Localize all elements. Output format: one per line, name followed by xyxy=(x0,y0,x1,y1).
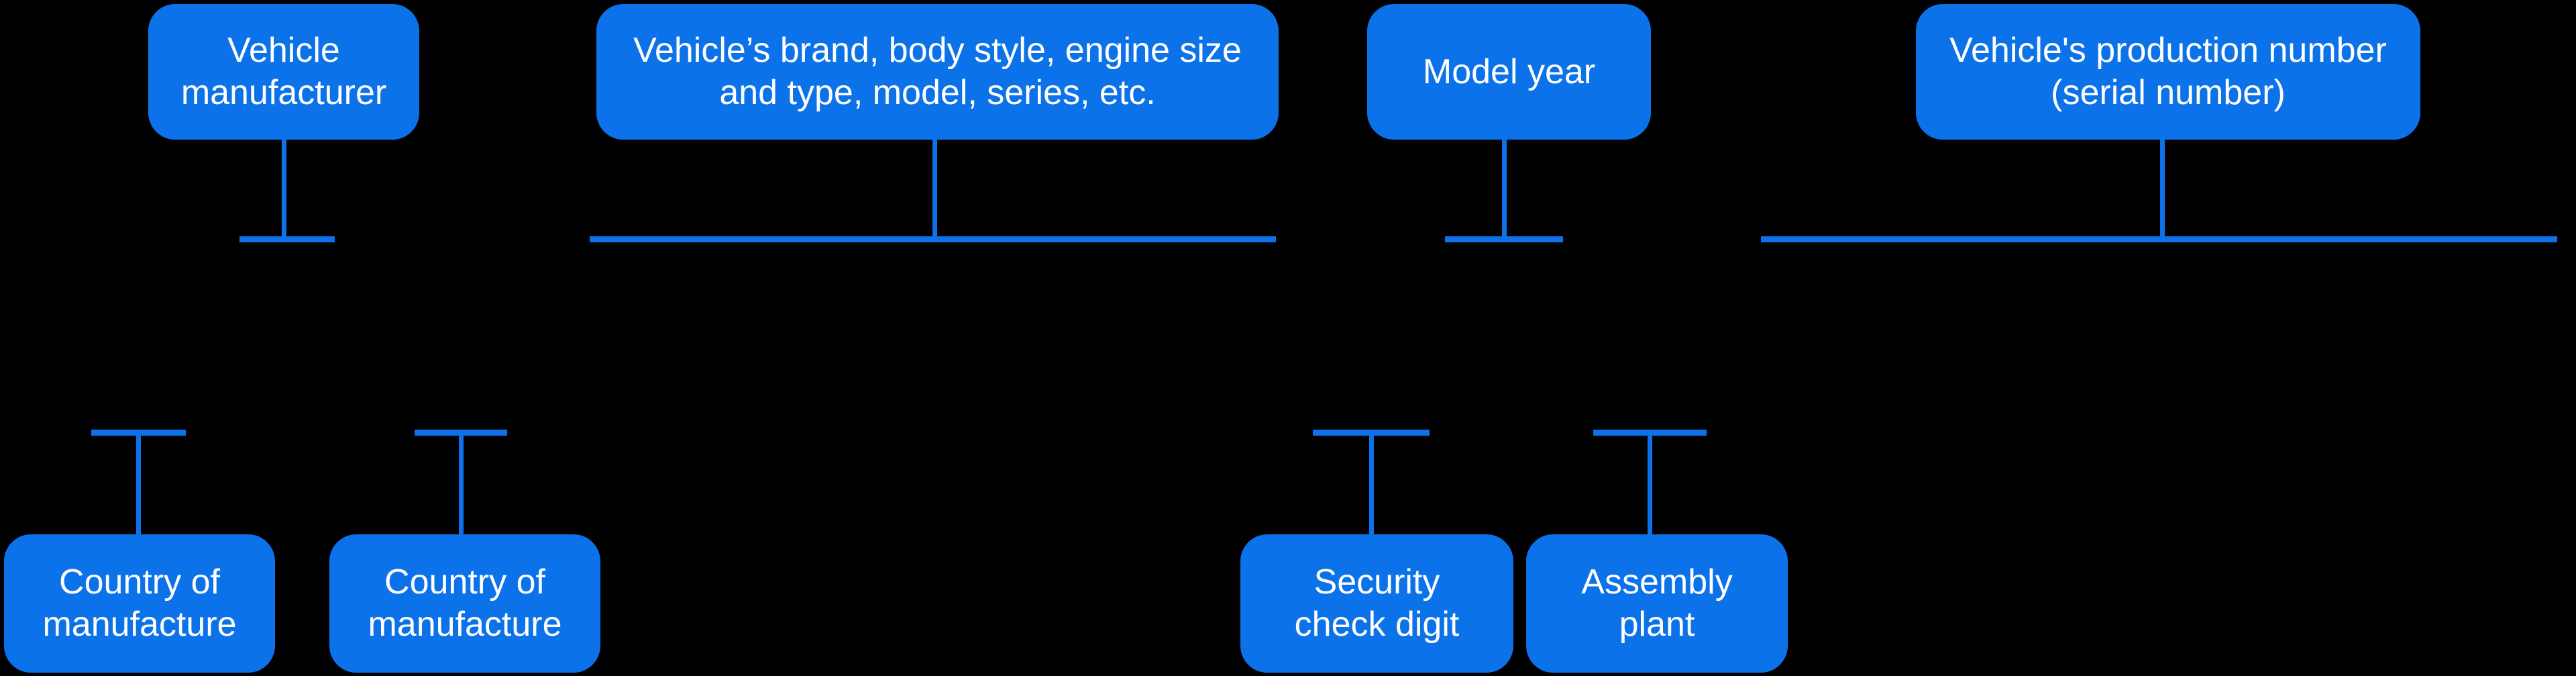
production-number-connector-bar xyxy=(1761,236,2557,242)
node-country-of-manufacture-1: Country of manufacture xyxy=(4,534,275,673)
node-label-line: Vehicle’s brand, body style, engine size xyxy=(633,31,1242,70)
country-of-manufacture-2-connector-bar xyxy=(415,430,507,436)
node-assembly-plant: Assembly plant xyxy=(1526,534,1788,673)
country-of-manufacture-2-connector-stem xyxy=(459,434,464,536)
node-label-line: Vehicle xyxy=(227,31,340,70)
node-label-line: and type, model, series, etc. xyxy=(719,73,1156,112)
node-label-line: Country of xyxy=(384,563,545,601)
node-label-line: Country of xyxy=(59,563,220,601)
node-production-number: Vehicle's production number (serial numb… xyxy=(1916,4,2420,140)
node-label-line: Vehicle's production number xyxy=(1949,31,2387,70)
vehicle-manufacturer-connector-bar xyxy=(239,236,335,242)
production-number-connector-stem xyxy=(2160,140,2165,239)
node-label-line: Model year xyxy=(1422,52,1596,91)
node-label-line: Assembly xyxy=(1581,563,1733,601)
node-label-line: Security xyxy=(1313,563,1440,601)
node-label-line: manufacture xyxy=(42,605,237,644)
node-label-line: manufacture xyxy=(368,605,562,644)
country-of-manufacture-1-connector-stem xyxy=(136,434,141,536)
node-label-line: plant xyxy=(1619,605,1695,644)
assembly-plant-connector-bar xyxy=(1593,430,1707,436)
country-of-manufacture-1-connector-bar xyxy=(91,430,186,436)
node-vehicle-manufacturer: Vehicle manufacturer xyxy=(148,4,419,140)
model-year-connector-stem xyxy=(1502,140,1507,239)
model-year-connector-bar xyxy=(1445,236,1563,242)
node-country-of-manufacture-2: Country of manufacture xyxy=(329,534,600,673)
security-check-digit-connector-bar xyxy=(1313,430,1430,436)
assembly-plant-connector-stem xyxy=(1648,434,1652,536)
vehicle-attributes-connector-bar xyxy=(590,236,1276,242)
node-model-year: Model year xyxy=(1367,4,1651,140)
node-label-line: (serial number) xyxy=(2051,73,2286,112)
vehicle-attributes-connector-stem xyxy=(932,140,937,239)
node-vehicle-attributes: Vehicle’s brand, body style, engine size… xyxy=(596,4,1279,140)
node-security-check-digit: Security check digit xyxy=(1240,534,1513,673)
node-label-line: check digit xyxy=(1294,605,1460,644)
node-label-line: manufacturer xyxy=(180,73,387,112)
security-check-digit-connector-stem xyxy=(1369,434,1374,536)
vehicle-manufacturer-connector-stem xyxy=(282,140,286,239)
